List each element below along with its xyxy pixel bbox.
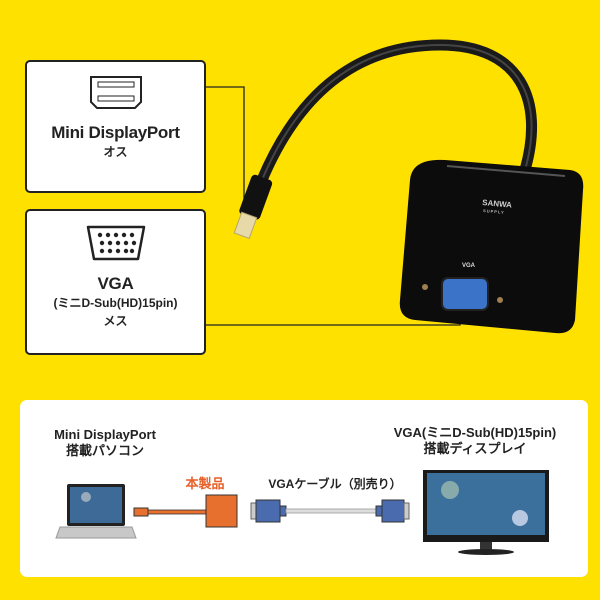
- monitor-icon: [423, 470, 549, 555]
- callout-mini-displayport: Mini DisplayPort オス: [25, 60, 206, 193]
- cable-label: VGAケーブル（別売り）: [268, 477, 402, 491]
- source-label-line1: Mini DisplayPort: [54, 427, 156, 442]
- callout-vga: VGA (ミニD-Sub(HD)15pin) メス: [25, 209, 206, 355]
- display-label-line1: VGA(ミニD-Sub(HD)15pin): [393, 425, 557, 440]
- display-label-line2: 搭載ディスプレイ: [423, 441, 527, 456]
- display-label: VGA(ミニD-Sub(HD)15pin) 搭載ディスプレイ: [375, 425, 575, 457]
- connection-diagram: Mini DisplayPort 搭載パソコン 本製品 VGAケーブル（別売り）…: [20, 400, 588, 577]
- diagram-graphics: [55, 470, 549, 555]
- vga-port: [441, 277, 489, 311]
- product-label: 本製品: [185, 476, 225, 491]
- port-label: VGA: [462, 263, 476, 269]
- cable-highlight: [261, 43, 533, 181]
- callout-subtitle: (ミニD-Sub(HD)15pin): [53, 296, 178, 310]
- brand-logo: SANWA: [482, 198, 513, 210]
- callout-title: VGA: [97, 274, 134, 293]
- adapter-body: SANWA SUPPLY VGA: [399, 159, 584, 334]
- product-adapter-icon: [133, 494, 238, 528]
- callout-title: Mini DisplayPort: [51, 123, 180, 142]
- leader-line-mdp: [206, 86, 245, 215]
- mini-displayport-icon: [89, 76, 142, 109]
- vga-icon: [86, 225, 145, 261]
- callout-subtitle: オス: [103, 145, 128, 159]
- cable: [256, 39, 538, 183]
- brand-sub: SUPPLY: [483, 208, 505, 215]
- source-label: Mini DisplayPort 搭載パソコン: [30, 427, 180, 459]
- mini-displayport-plug: [233, 174, 273, 240]
- vga-cable-icon: [250, 499, 410, 523]
- source-label-line2: 搭載パソコン: [65, 443, 144, 458]
- laptop-icon: [55, 484, 137, 539]
- callout-subtitle-2: メス: [103, 314, 128, 328]
